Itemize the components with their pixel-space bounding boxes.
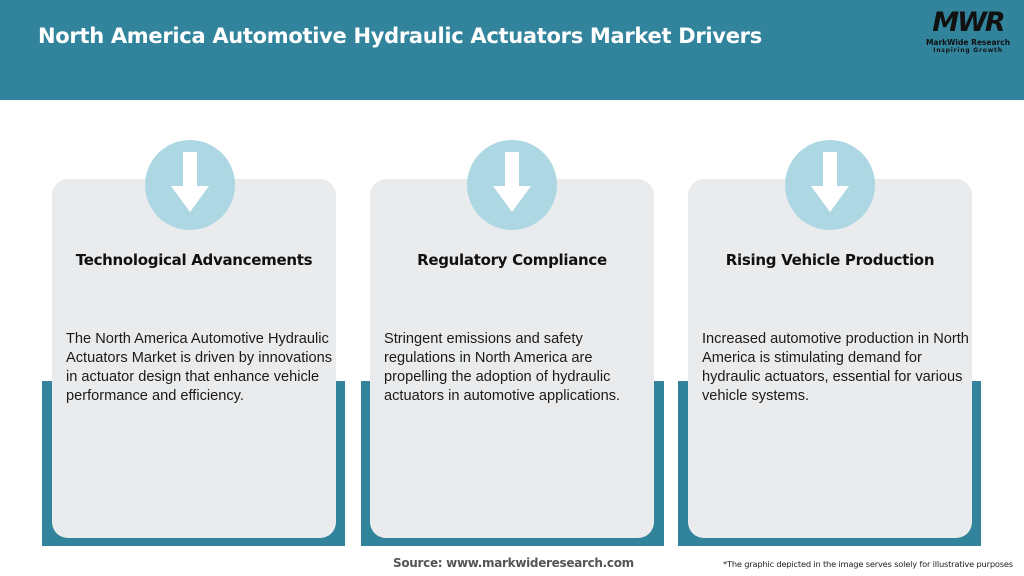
source-credit: Source: www.markwideresearch.com [393, 556, 634, 570]
logo-name: MarkWide Research [925, 38, 1011, 47]
icon-circle-1 [145, 140, 235, 230]
card-title: Regulatory Compliance [417, 251, 607, 269]
logo-tagline: Inspiring Growth [933, 47, 1003, 54]
icon-circle-3 [785, 140, 875, 230]
header-banner: North America Automotive Hydraulic Actua… [0, 0, 1024, 100]
driver-card-regulatory: Regulatory Compliance Stringent emission… [370, 179, 654, 538]
driver-card-technological: Technological Advancements The North Ame… [52, 179, 336, 538]
card-title: Technological Advancements [75, 251, 313, 269]
arrow-down-icon [493, 152, 531, 212]
markwide-logo: MWR MarkWide Research Inspiring Growth [922, 8, 1014, 58]
card-body: Increased automotive production in North… [702, 331, 969, 404]
arrow-down-icon [811, 152, 849, 212]
card-body: The North America Automotive Hydraulic A… [66, 331, 333, 404]
driver-card-vehicle-production: Rising Vehicle Production Increased auto… [688, 179, 972, 538]
page-title: North America Automotive Hydraulic Actua… [38, 24, 762, 48]
logo-mark: MWR [932, 7, 1005, 38]
arrow-down-icon [171, 152, 209, 212]
card-body: Stringent emissions and safety regulatio… [384, 331, 621, 404]
disclaimer-note: *The graphic depicted in the image serve… [723, 559, 1013, 569]
card-title: Rising Vehicle Production [725, 251, 935, 269]
icon-circle-2 [467, 140, 557, 230]
